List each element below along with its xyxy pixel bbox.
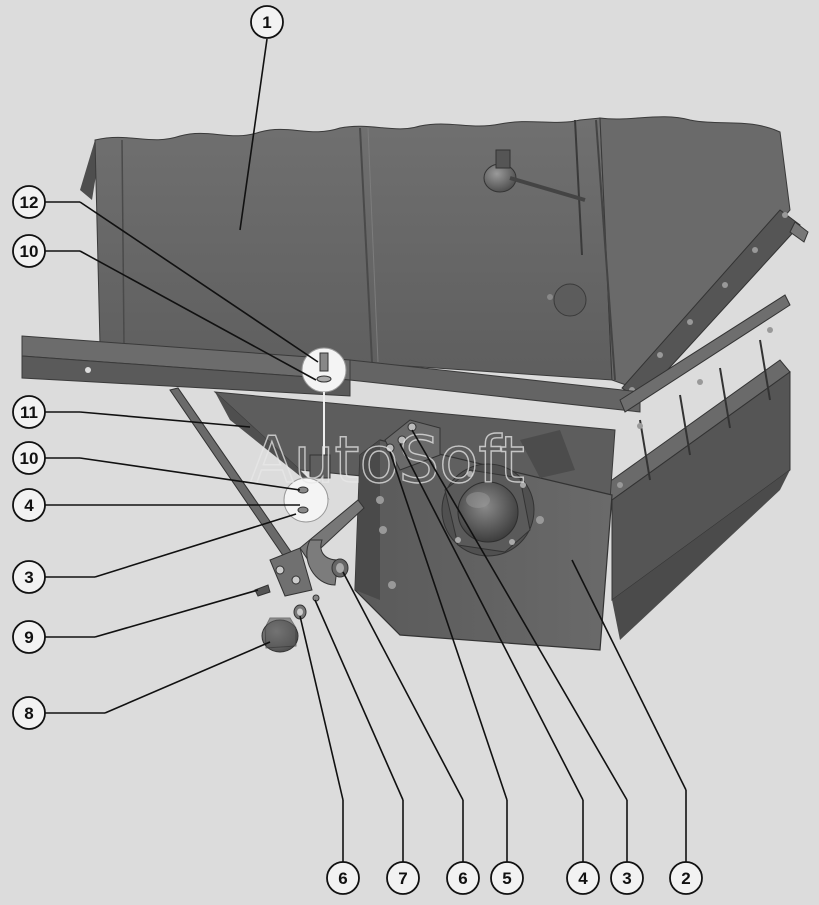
- callout-label: 10: [20, 242, 39, 261]
- callout-12: 12: [12, 185, 46, 219]
- callout-label: 6: [458, 869, 467, 888]
- callout-9: 9: [12, 620, 46, 654]
- callout-10-upper: 10: [12, 234, 46, 268]
- callout-label: 3: [622, 869, 631, 888]
- callout-1: 1: [250, 5, 284, 39]
- callout-label: 7: [398, 869, 407, 888]
- callout-label: 3: [24, 568, 33, 587]
- callout-label: 1: [262, 13, 271, 32]
- callout-11: 11: [12, 395, 46, 429]
- callout-7: 7: [386, 861, 420, 895]
- linkage: [169, 387, 365, 597]
- callout-label: 4: [578, 869, 588, 888]
- callout-label: 11: [20, 403, 38, 422]
- callout-6-bottom-b: 6: [446, 861, 480, 895]
- callout-label: 2: [681, 869, 690, 888]
- washers-part-6-7: [293, 594, 320, 620]
- callout-3-bottom: 3: [610, 861, 644, 895]
- callout-label: 5: [502, 869, 511, 888]
- callout-4-bottom: 4: [566, 861, 600, 895]
- watermark-text: AutoSoft: [250, 424, 525, 498]
- callout-2: 2: [669, 861, 703, 895]
- callout-3-left: 3: [12, 560, 46, 594]
- leader-lines: [45, 38, 687, 862]
- frame-rails: [21, 294, 791, 640]
- callout-label: 10: [20, 449, 39, 468]
- callout-label: 6: [338, 869, 347, 888]
- callout-label: 9: [24, 628, 33, 647]
- callout-4-left: 4: [12, 488, 46, 522]
- bolt-part-9: [254, 584, 271, 597]
- drive-housing: [354, 419, 613, 651]
- callout-label: 4: [24, 496, 34, 515]
- hopper-body: [80, 116, 809, 401]
- callout-label: 8: [24, 704, 33, 723]
- callout-5: 5: [490, 861, 524, 895]
- callout-6-bottom-a: 6: [326, 861, 360, 895]
- callout-label: 12: [20, 193, 39, 212]
- knob-part-8: [261, 617, 299, 653]
- callout-10-lower: 10: [12, 441, 46, 475]
- callout-8: 8: [12, 696, 46, 730]
